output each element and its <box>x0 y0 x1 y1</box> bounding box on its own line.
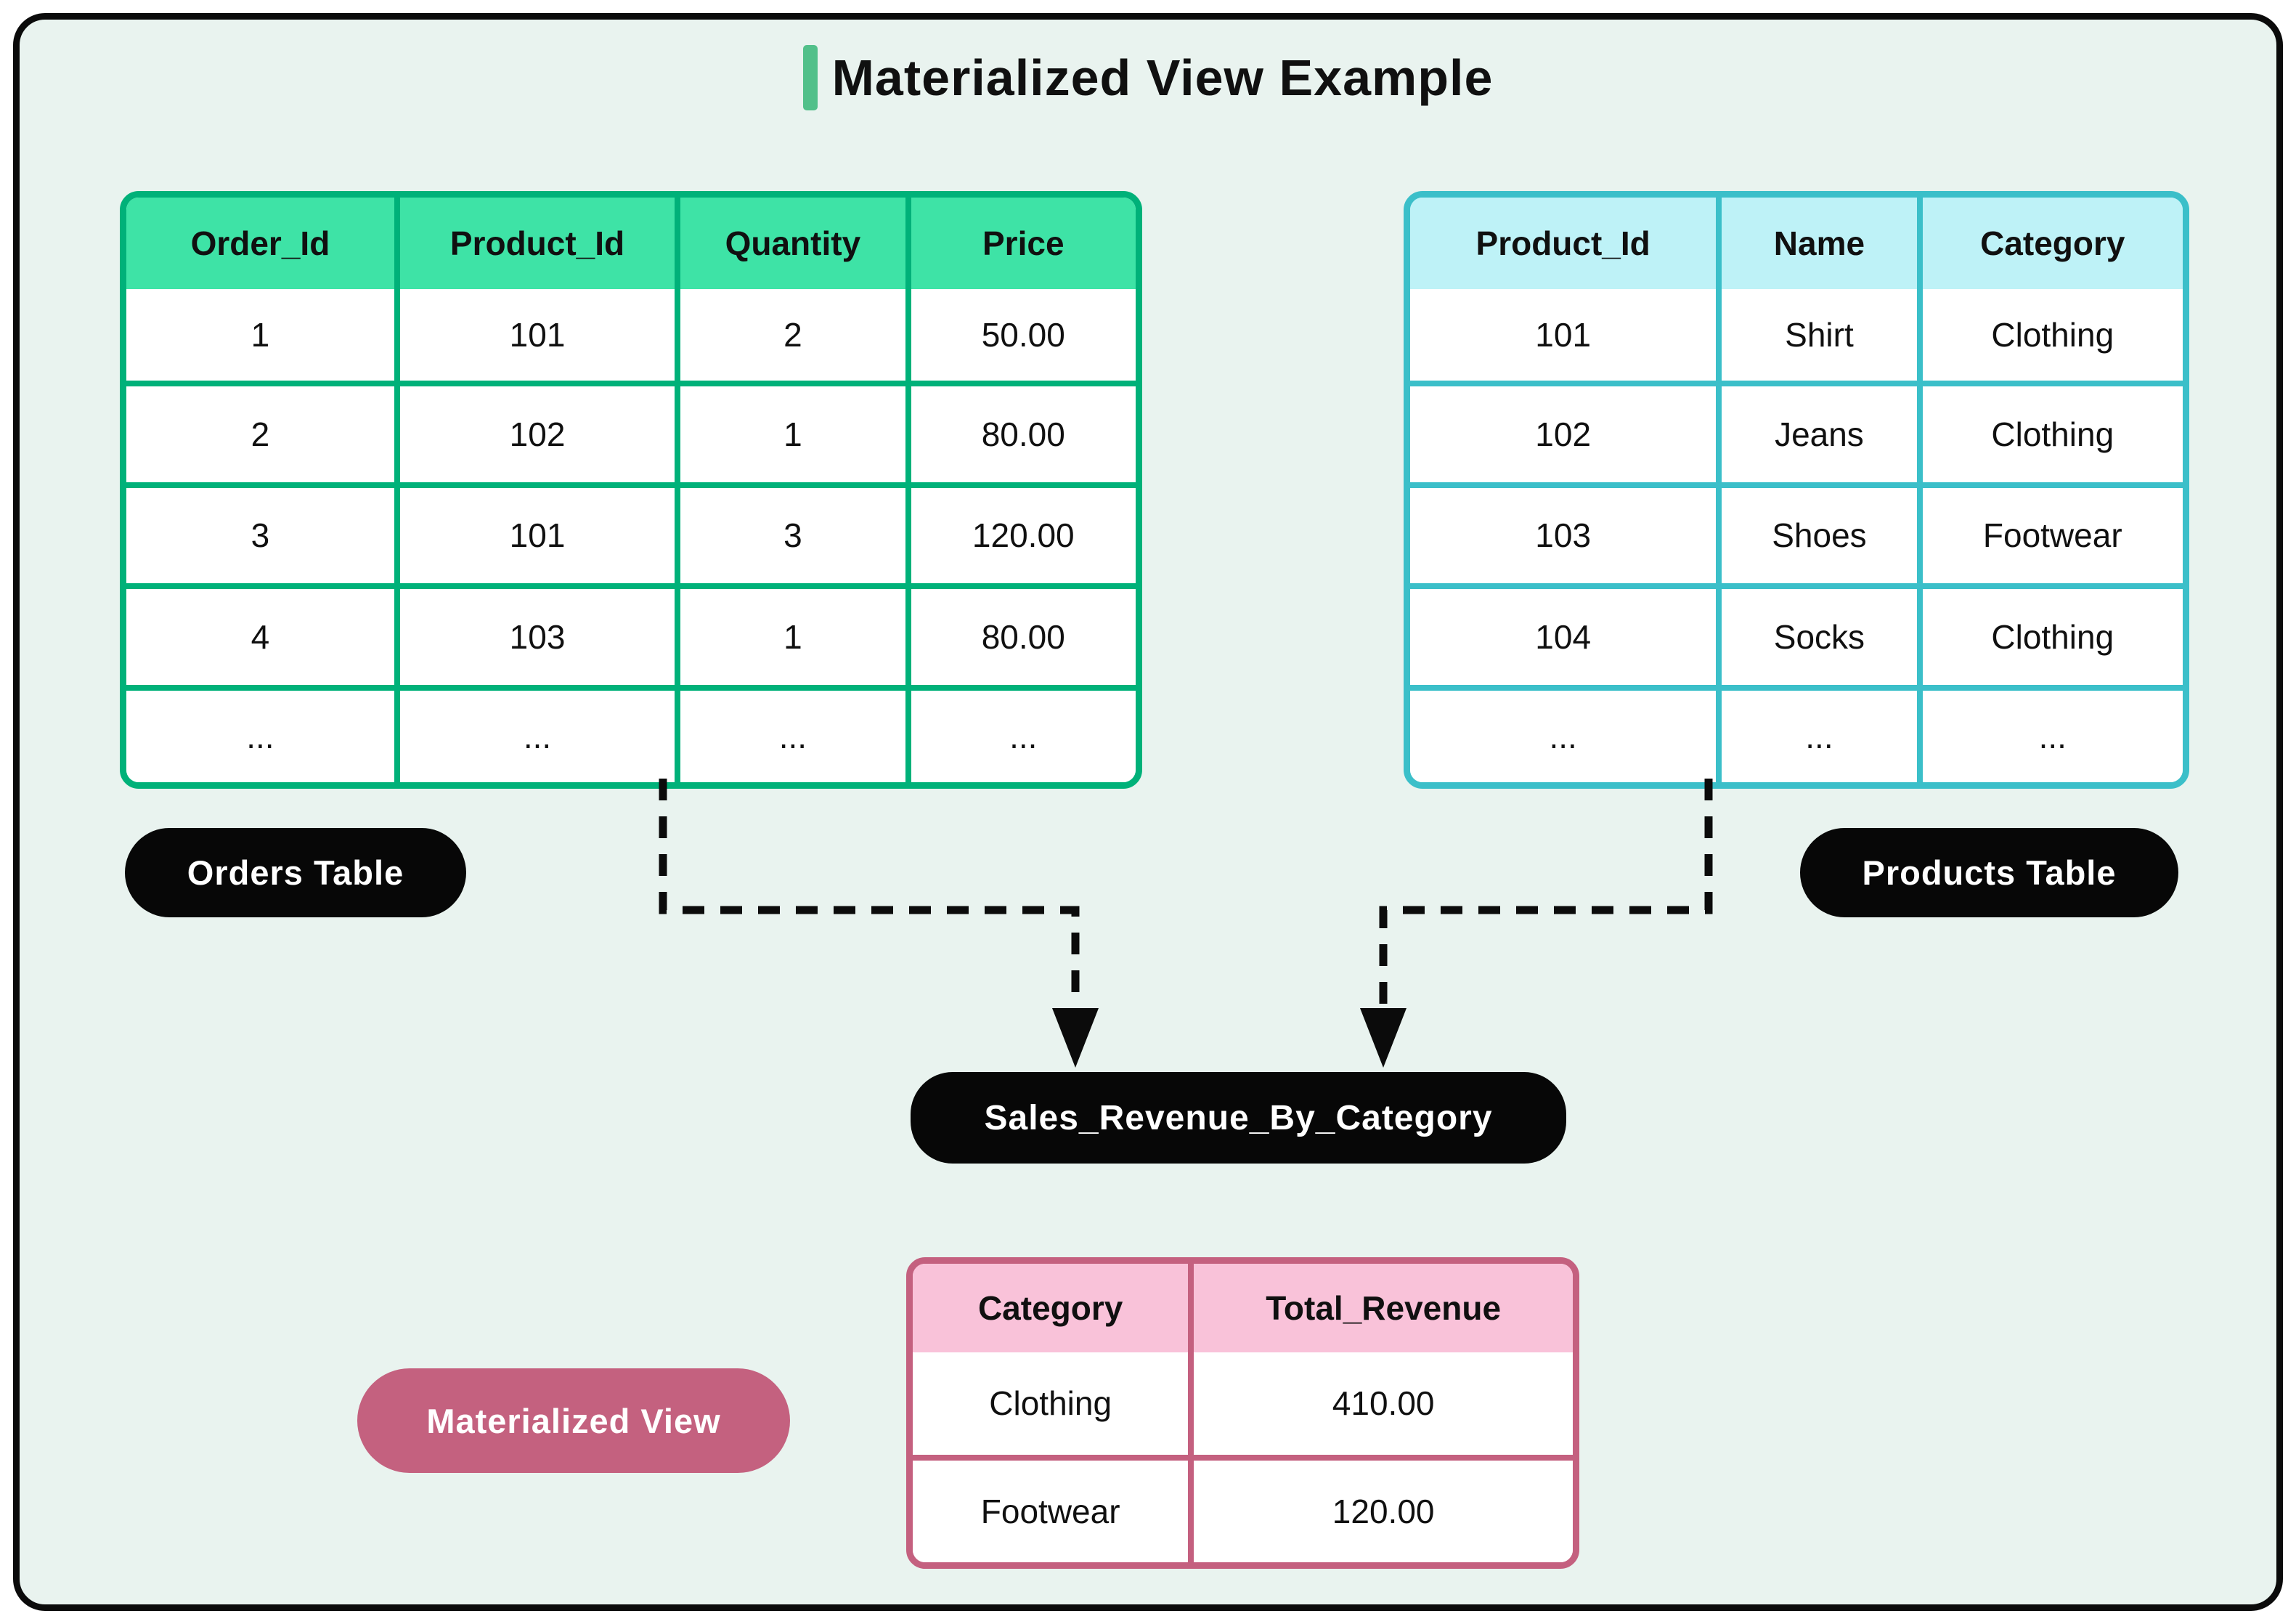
table-cell: 80.00 <box>905 381 1136 488</box>
table-cell: ... <box>126 684 400 782</box>
orders-table-label: Orders Table <box>125 828 466 917</box>
products-table-label: Products Table <box>1800 828 2178 917</box>
table-cell: 2 <box>675 289 911 387</box>
column-header: Category <box>913 1264 1194 1352</box>
table-cell: 104 <box>1410 583 1722 691</box>
column-header: Product_Id <box>1410 198 1722 289</box>
table-cell: 80.00 <box>905 583 1136 691</box>
table-cell: 3 <box>126 482 400 590</box>
column-header: Total_Revenue <box>1188 1264 1573 1352</box>
sales-revenue-by-category-node: Sales_Revenue_By_Category <box>911 1072 1566 1164</box>
table-cell: 2 <box>126 381 400 488</box>
table-cell: Footwear <box>913 1454 1194 1562</box>
table-cell: 120.00 <box>905 482 1136 590</box>
table-cell: 4 <box>126 583 400 691</box>
table-cell: ... <box>1716 684 1923 782</box>
table-cell: Shirt <box>1716 289 1923 387</box>
page-title: Materialized View Example <box>831 49 1494 106</box>
column-header: Product_Id <box>394 198 681 289</box>
table-cell: 1 <box>675 583 911 691</box>
table-cell: 103 <box>394 583 681 691</box>
table-cell: 102 <box>394 381 681 488</box>
title-accent-bar <box>802 45 818 110</box>
table-cell: ... <box>1410 684 1722 782</box>
table-cell: Footwear <box>1916 482 2183 590</box>
table-cell: Shoes <box>1716 482 1923 590</box>
table-cell: 101 <box>1410 289 1722 387</box>
table-cell: 1 <box>126 289 400 387</box>
table-cell: ... <box>1916 684 2183 782</box>
table-cell: Jeans <box>1716 381 1923 488</box>
table-cell: Clothing <box>1916 583 2183 691</box>
table-cell: Clothing <box>913 1352 1194 1461</box>
column-header: Name <box>1716 198 1923 289</box>
column-header: Category <box>1916 198 2183 289</box>
table-row: ............ <box>126 684 1136 782</box>
table-cell: 120.00 <box>1188 1454 1573 1562</box>
table-row: ......... <box>1410 684 2183 782</box>
table-cell: Clothing <box>1916 289 2183 387</box>
table-cell: 410.00 <box>1188 1352 1573 1461</box>
title-row: Materialized View Example <box>0 38 2296 118</box>
table-cell: ... <box>905 684 1136 782</box>
table-cell: ... <box>675 684 911 782</box>
table-cell: 103 <box>1410 482 1722 590</box>
table-cell: Socks <box>1716 583 1923 691</box>
table-cell: 3 <box>675 482 911 590</box>
table-cell: 101 <box>394 482 681 590</box>
table-cell: 50.00 <box>905 289 1136 387</box>
materialized-view-label: Materialized View <box>357 1368 790 1473</box>
column-header: Quantity <box>675 198 911 289</box>
column-header: Price <box>905 198 1136 289</box>
table-cell: Clothing <box>1916 381 2183 488</box>
table-cell: 1 <box>675 381 911 488</box>
table-cell: 101 <box>394 289 681 387</box>
column-header: Order_Id <box>126 198 400 289</box>
table-cell: ... <box>394 684 681 782</box>
table-cell: 102 <box>1410 381 1722 488</box>
